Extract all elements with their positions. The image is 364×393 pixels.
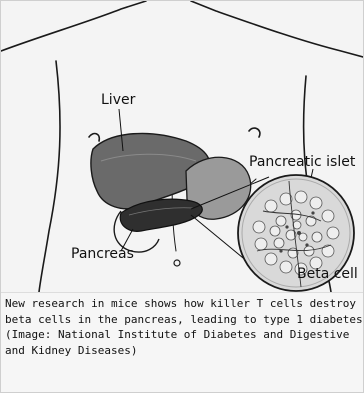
label-pancreas: Pancreas [71, 247, 134, 261]
caption-line: (Image: National Institute of Diabetes a… [5, 327, 359, 343]
label-beta-cell: Beta cell [297, 267, 358, 281]
anatomy-diagram: Liver Pancreatic islet Pancreas Beta cel… [1, 1, 363, 292]
figure-caption: New research in mice shows how killer T … [1, 292, 363, 392]
caption-line: and Kidney Diseases) [5, 343, 359, 359]
label-liver: Liver [101, 93, 135, 107]
label-pancreatic-islet: Pancreatic islet [249, 155, 355, 169]
caption-line: New research in mice shows how killer T … [5, 296, 359, 312]
caption-line: beta cells in the pancreas, leading to t… [5, 312, 359, 328]
anatomy-illustration [1, 1, 363, 292]
